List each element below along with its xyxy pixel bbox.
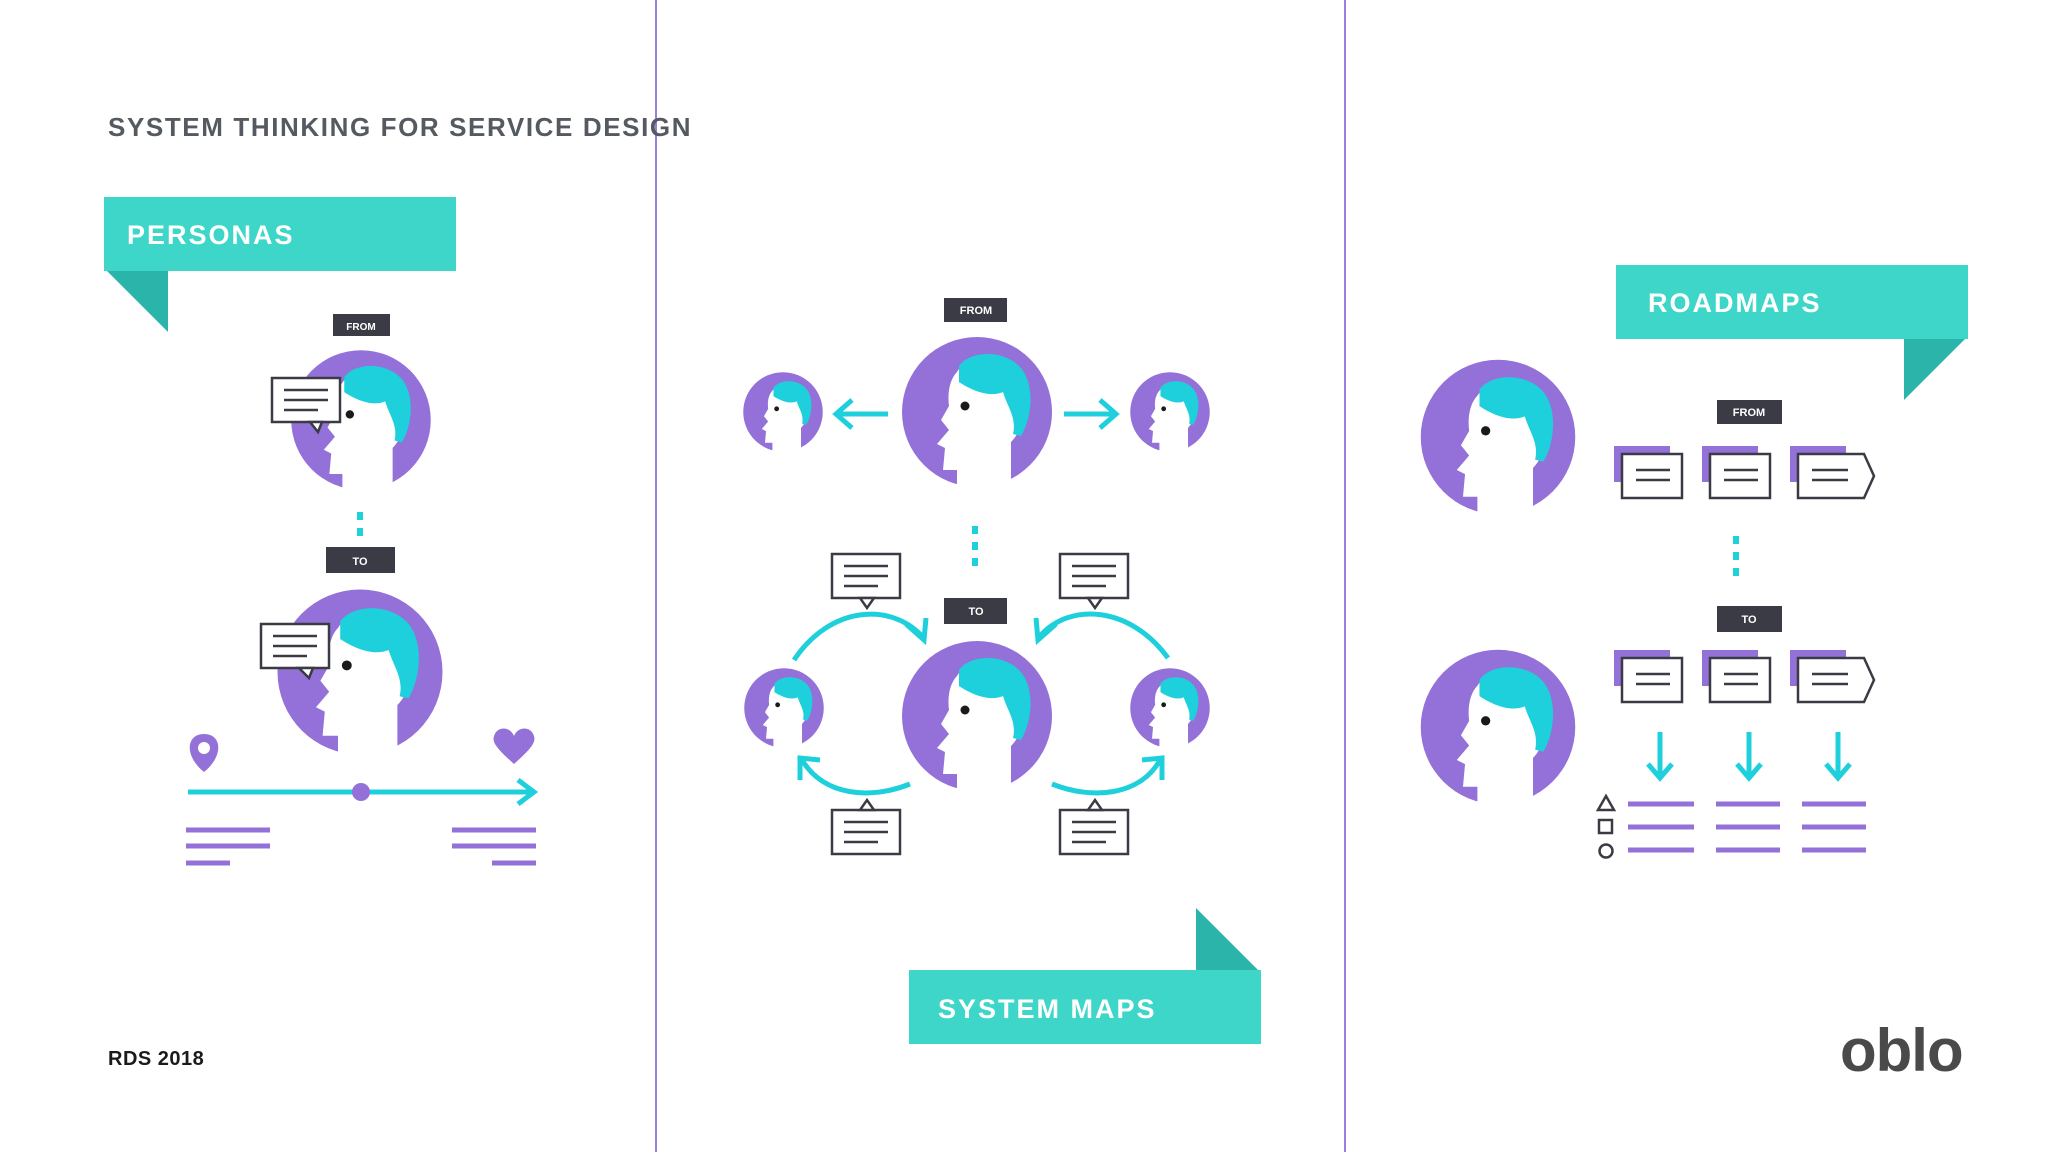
roadmaps-banner	[1616, 265, 1968, 339]
system-maps-from-label: FROM	[960, 305, 992, 317]
page-title: SYSTEM THINKING FOR SERVICE DESIGN	[108, 112, 693, 142]
system-maps-banner-fold	[1196, 908, 1260, 972]
legend-circle-icon	[1598, 843, 1614, 859]
system-maps-from-person	[902, 337, 1052, 507]
personas-from-label: FROM	[346, 322, 375, 333]
roadmaps-to-person	[1421, 650, 1576, 825]
roadmaps-to-cards	[1612, 648, 1876, 704]
timeline-dot	[352, 783, 370, 801]
system-maps-banner-label: SYSTEM MAPS	[938, 994, 1157, 1024]
roadmaps-from-label: FROM	[1733, 407, 1765, 419]
roadmaps-from-cards	[1612, 444, 1876, 500]
system-maps-to-label: TO	[968, 606, 984, 618]
event-label: RDS 2018	[108, 1048, 205, 1070]
heart-icon	[493, 728, 535, 764]
oblo-logo: oblo	[1840, 1017, 1964, 1084]
system-maps-banner	[909, 970, 1261, 1044]
personas-from-bubble	[270, 376, 342, 435]
personas-banner	[104, 197, 456, 271]
roadmaps-from-person	[1421, 360, 1576, 535]
roadmaps-panel	[1421, 265, 1968, 859]
roadmaps-from-tag	[1717, 400, 1782, 424]
system-maps-to-tag	[944, 598, 1007, 624]
legend-triangle-icon	[1595, 793, 1617, 812]
system-maps-from-tag	[944, 298, 1007, 322]
location-pin-icon	[189, 734, 219, 772]
personas-banner-fold	[104, 268, 168, 332]
personas-from-person	[291, 350, 431, 508]
system-maps-panel	[743, 298, 1261, 1044]
personas-panel	[104, 197, 539, 866]
personas-to-label: TO	[352, 556, 368, 568]
roadmaps-to-tag	[1717, 606, 1782, 632]
legend-square-icon	[1597, 818, 1614, 835]
roadmaps-banner-label: ROADMAPS	[1648, 288, 1822, 318]
personas-to-bubble	[259, 622, 331, 681]
personas-to-person	[278, 590, 443, 777]
personas-banner-label: PERSONAS	[127, 220, 295, 250]
column-divider-right	[1344, 0, 1346, 1152]
personas-from-tag	[333, 314, 390, 336]
column-divider-left	[655, 0, 657, 1152]
roadmaps-banner-fold	[1904, 336, 1968, 400]
personas-to-tag	[326, 547, 395, 573]
system-maps-to-person	[902, 641, 1052, 811]
roadmaps-to-label: TO	[1741, 614, 1757, 626]
